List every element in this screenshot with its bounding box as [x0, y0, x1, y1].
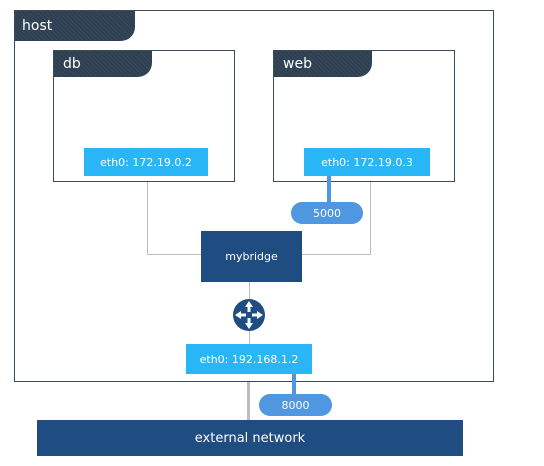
db-container-label: db: [54, 51, 152, 77]
bridge-router-line: [249, 282, 250, 300]
web-port-link: [327, 176, 331, 204]
web-connector-horizontal: [302, 254, 371, 255]
web-interface: eth0: 172.19.0.3: [304, 148, 430, 176]
host-port-badge: 8000: [259, 394, 332, 416]
external-network: external network: [37, 420, 463, 456]
host-label: host: [15, 11, 135, 41]
web-container-label: web: [274, 51, 372, 77]
db-connector-vertical: [147, 178, 148, 254]
host-interface: eth0: 192.168.1.2: [186, 344, 312, 374]
db-interface: eth0: 172.19.0.2: [84, 148, 208, 176]
host-port-link: [292, 374, 296, 394]
web-connector-vertical: [370, 178, 371, 254]
db-connector-horizontal: [147, 254, 201, 255]
web-port-badge: 5000: [291, 202, 363, 224]
bridge-box: mybridge: [201, 231, 302, 282]
uplink-line: [247, 373, 250, 421]
router-icon: [231, 298, 267, 332]
router-interface-line: [249, 330, 250, 345]
